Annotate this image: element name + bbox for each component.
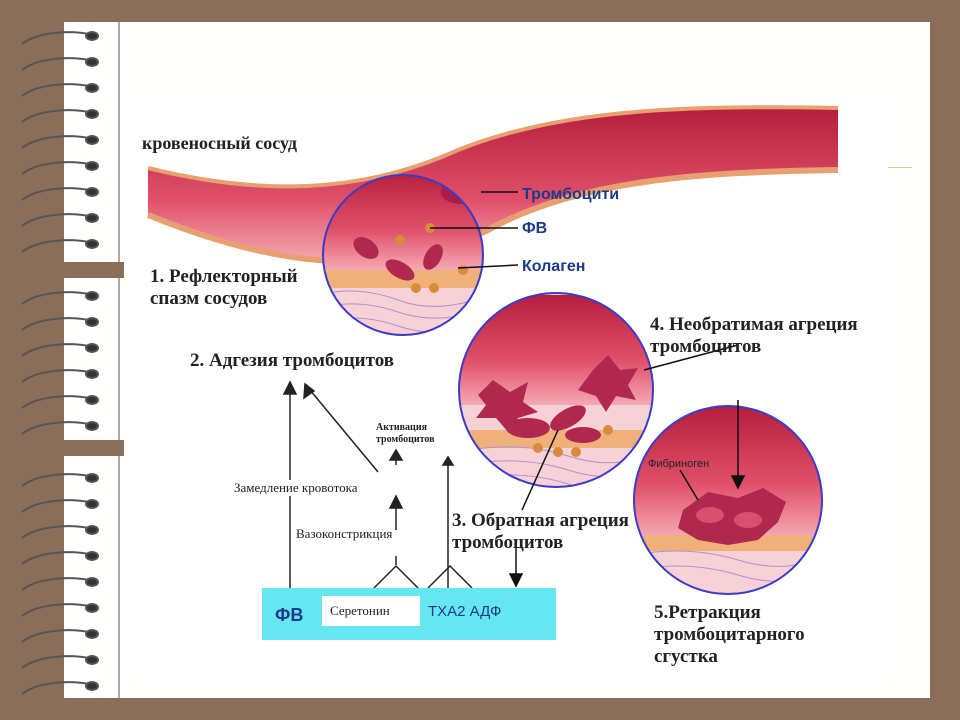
margin-rule (118, 22, 120, 698)
spiral-ring (21, 187, 97, 201)
txa2-adp-label: ТХА2 АДФ (428, 603, 502, 620)
spiral-hole (85, 317, 99, 327)
spiral-hole (85, 473, 99, 483)
step1-line1: 1. Рефлекторный (150, 266, 298, 287)
step3-line2: тромбоцитов (452, 532, 564, 553)
spiral-ring (21, 629, 97, 643)
vessel-label: кровеносный сосуд (142, 133, 298, 153)
activation-line2: тромбоцитов (376, 434, 435, 445)
fibrinogen-label: Фибриноген (648, 458, 710, 470)
serotonin-label: Серетонин (330, 603, 390, 618)
spiral-ring (21, 291, 97, 305)
spiral-ring (21, 395, 97, 409)
spiral-ring (21, 655, 97, 669)
spiral-hole (85, 603, 99, 613)
spiral-hole (85, 135, 99, 145)
serotonin-box (322, 596, 420, 626)
pointer-lines (430, 191, 746, 588)
magnified-circle-2 (458, 292, 654, 488)
spiral-ring (21, 525, 97, 539)
step5-line1: 5.Ретракция (654, 602, 761, 623)
step5-line2: тромбоцитарного (654, 624, 805, 645)
spiral-hole (85, 83, 99, 93)
magnified-circle-3 (633, 405, 823, 595)
spiral-ring (21, 603, 97, 617)
activation-line1: Активация (376, 422, 427, 433)
spiral-ring (21, 109, 97, 123)
step1-line2: спазм сосудов (150, 288, 268, 309)
spiral-hole (85, 187, 99, 197)
hemostasis-diagram: кровеносный сосуд Тромбоцити ФВ Колаген … (138, 100, 888, 680)
spiral-ring (21, 343, 97, 357)
step5-line3: сгустка (654, 646, 718, 667)
spiral-hole (85, 57, 99, 67)
spiral-ring (21, 551, 97, 565)
slowdown-label: Замедление кровотока (230, 480, 362, 496)
spiral-ring (21, 577, 97, 591)
spiral-hole (85, 421, 99, 431)
spiral-ring (21, 57, 97, 71)
spiral-ring (21, 83, 97, 97)
spiral-hole (85, 213, 99, 223)
spiral-hole (85, 577, 99, 587)
spiral-ring (21, 213, 97, 227)
spiral-ring (21, 369, 97, 383)
spiral-hole (85, 369, 99, 379)
spiral-hole (85, 109, 99, 119)
spiral-hole (85, 343, 99, 353)
vasoconstriction-label: Вазоконстрикция (296, 526, 393, 541)
spiral-hole (85, 629, 99, 639)
step4-line2: тромбоцитов (650, 336, 762, 357)
spiral-ring (21, 473, 97, 487)
step4-line1: 4. Необратимая агреция (650, 314, 858, 335)
step3-line1: 3. Обратная агреция (452, 510, 629, 531)
fv-label: ФВ (522, 220, 548, 237)
spiral-hole (85, 681, 99, 691)
step2-label: 2. Адгезия тромбоцитов (190, 350, 394, 371)
diagram-art (146, 105, 839, 595)
collagen-label: Колаген (522, 258, 586, 275)
spiral-hole (85, 655, 99, 665)
spiral-hole (85, 161, 99, 171)
spiral-ring (21, 421, 97, 435)
spiral-ring (21, 135, 97, 149)
blood-vessel (146, 105, 839, 265)
spiral-hole (85, 395, 99, 405)
spiral-hole (85, 291, 99, 301)
spiral-ring (21, 681, 97, 695)
spiral-ring (21, 239, 97, 253)
spiral-ring (21, 317, 97, 331)
spiral-hole (85, 525, 99, 535)
spiral-ring (21, 161, 97, 175)
spiral-hole (85, 551, 99, 561)
spiral-hole (85, 239, 99, 249)
spiral-hole (85, 31, 99, 41)
spiral-hole (85, 499, 99, 509)
spiral-binding (21, 31, 124, 695)
bar-fv-label: ФВ (275, 605, 304, 625)
spiral-ring (21, 31, 97, 45)
spiral-ring (21, 499, 97, 513)
platelets-label: Тромбоцити (522, 186, 620, 203)
